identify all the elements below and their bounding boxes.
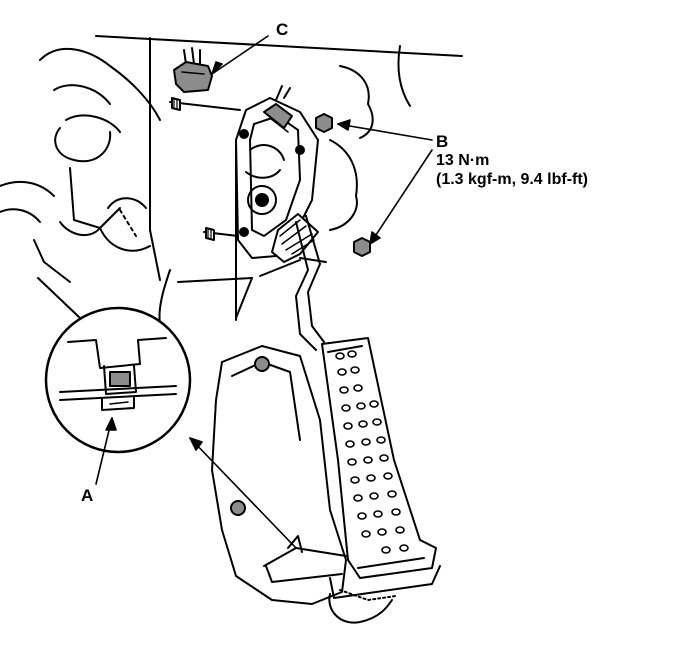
mounting-bolts [169, 97, 371, 257]
pedal-bracket [235, 85, 319, 263]
torque-callout-b: B 13 N·m (1.3 kgf-m, 9.4 lbf-ft) [436, 132, 588, 189]
connector-c [173, 47, 213, 93]
pedal-arm [295, 215, 327, 351]
torque-imperial: (1.3 kgf-m, 9.4 lbf-ft) [436, 171, 589, 188]
steering-column-brace [0, 47, 161, 252]
torque-metric: 13 N·m [436, 152, 490, 169]
detail-magnifier [44, 306, 192, 454]
label-c: C [276, 20, 289, 39]
leader-lines [95, 35, 433, 549]
floor-cover [211, 345, 441, 624]
pad-dots [335, 350, 409, 554]
label-a: A [81, 486, 94, 505]
label-b: B [436, 132, 449, 151]
pedal-pad [321, 337, 437, 579]
